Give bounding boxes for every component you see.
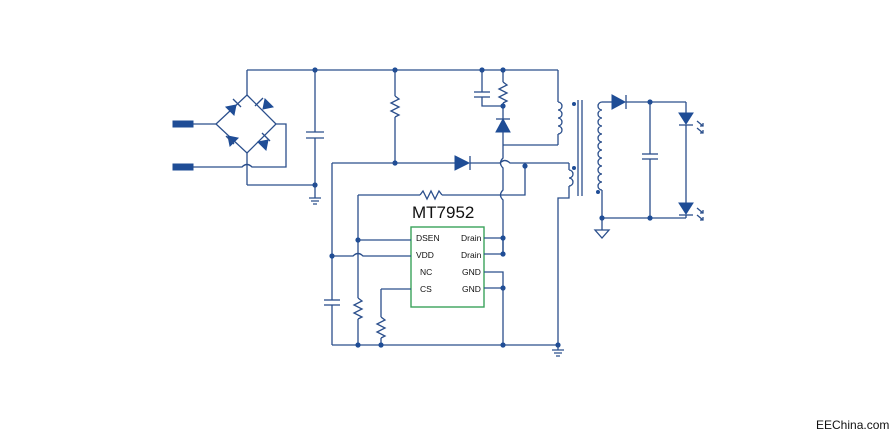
primary-winding <box>557 70 563 145</box>
bulk-capacitor <box>306 70 324 198</box>
bridge-rectifier <box>215 70 277 185</box>
junction-dot <box>355 342 361 348</box>
vdd-pin-wire <box>332 252 411 257</box>
junction-dot <box>378 342 384 348</box>
current-sense-resistor <box>375 289 387 345</box>
aux-winding <box>557 163 574 345</box>
led-string <box>678 102 704 221</box>
junction-dot <box>500 235 506 241</box>
startup-resistor <box>389 70 401 163</box>
dot-marker <box>572 166 576 170</box>
ic-chip: MT7952 DSEN VDD NC CS Drain Drain GND GN… <box>410 203 485 308</box>
main-ground-symbol <box>552 345 564 357</box>
feedback-wire-right <box>442 166 526 196</box>
pin-label-gnd-2: GND <box>462 284 481 294</box>
pin-label-drain-2: Drain <box>461 250 482 260</box>
dsen-resistor <box>352 297 364 345</box>
watermark: EEChina.com <box>816 418 889 432</box>
pin-label-dsen: DSEN <box>416 233 440 243</box>
junction-dot <box>522 163 528 169</box>
output-ground-symbol <box>593 218 611 239</box>
dot-marker <box>596 190 600 194</box>
ac-input-terminal-top <box>172 120 194 128</box>
ground-symbol <box>309 197 321 205</box>
aux-diode <box>454 155 569 171</box>
pin-label-nc: NC <box>420 267 432 277</box>
pin-label-drain-1: Drain <box>461 233 482 243</box>
drain-pin-wire <box>484 237 504 255</box>
gnd-pin-wire <box>484 271 504 289</box>
pin-label-cs: CS <box>420 284 432 294</box>
ac-input-wires <box>193 123 287 168</box>
snubber-network <box>474 70 511 133</box>
feedback-resistor <box>419 189 443 201</box>
vdd-capacitor <box>324 299 340 345</box>
junction-dot <box>500 342 506 348</box>
pin-label-gnd-1: GND <box>462 267 481 277</box>
junction-dot <box>647 215 653 221</box>
output-capacitor <box>642 102 658 218</box>
drain-wire <box>499 132 504 254</box>
transformer-core <box>577 100 583 196</box>
dot-marker <box>572 102 576 106</box>
output-diode <box>611 94 686 110</box>
ac-input-terminal-bottom <box>172 163 194 171</box>
pin-label-vdd: VDD <box>416 250 434 260</box>
chip-name: MT7952 <box>412 203 474 222</box>
junction-dot <box>500 251 506 257</box>
secondary-winding <box>597 101 612 218</box>
